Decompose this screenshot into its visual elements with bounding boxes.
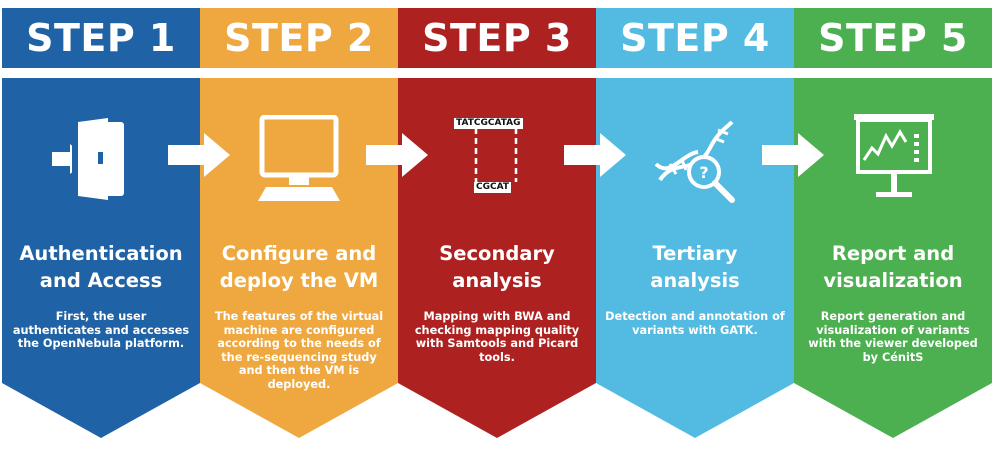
step-5-description: Report generation and visualization of v…	[808, 310, 978, 364]
step-3-title: Secondary analysis	[439, 242, 555, 292]
step-5-header-label: STEP 5	[818, 16, 968, 60]
step-1: STEP 1 Authentication and Access First, …	[2, 0, 200, 453]
dna-search-icon: ?	[654, 120, 735, 203]
step-3: STEP 3 TATCGCATAG CGCAT Secondary analys…	[398, 0, 596, 453]
step-1-header-label: STEP 1	[26, 16, 176, 60]
step-5: STEP 5 Report and visualization Report g…	[794, 0, 992, 453]
step-3-chevron-panel	[398, 78, 596, 438]
step-5-header: STEP 5	[794, 8, 992, 68]
arrow-right-icon	[366, 133, 428, 177]
door-enter-icon	[52, 118, 124, 200]
step-3-header: STEP 3	[398, 8, 596, 68]
step-1-chevron-panel	[2, 78, 200, 438]
step-4-header-label: STEP 4	[620, 16, 770, 60]
svg-text:?: ?	[699, 163, 708, 182]
reference-sequence-label: TATCGCATAG	[454, 118, 523, 129]
chart-board-icon	[854, 114, 934, 197]
step-5-chevron-panel	[794, 78, 992, 438]
step-5-title: Report and visualization	[823, 242, 963, 292]
step-3-header-label: STEP 3	[422, 16, 572, 60]
step-1-header: STEP 1	[2, 8, 200, 68]
arrow-right-icon	[762, 133, 824, 177]
step-2: STEP 2 Configure and deploy the VM The f…	[200, 0, 398, 453]
step-1-description: First, the user authenticates and access…	[12, 310, 190, 350]
step-2-header-label: STEP 2	[224, 16, 374, 60]
arrow-right-icon	[564, 133, 626, 177]
step-4: STEP 4 ? Tertiary analysis Detection and…	[596, 0, 794, 453]
step-4-chevron-panel	[596, 78, 794, 438]
step-1-title: Authentication and Access	[19, 242, 183, 292]
step-2-chevron-panel	[200, 78, 398, 438]
step-4-title: Tertiary analysis	[650, 242, 740, 292]
arrow-right-icon	[168, 133, 230, 177]
step-4-description: Detection and annotation of variants wit…	[605, 310, 785, 337]
sequence-alignment-icon	[474, 128, 518, 182]
step-4-header: STEP 4	[596, 8, 794, 68]
step-3-description: Mapping with BWA and checking mapping qu…	[414, 310, 580, 364]
step-2-title: Configure and deploy the VM	[219, 242, 379, 292]
step-2-description: The features of the virtual machine are …	[214, 310, 384, 391]
monitor-icon	[258, 115, 340, 201]
read-sequence-label: CGCAT	[474, 182, 512, 193]
step-2-header: STEP 2	[200, 8, 398, 68]
